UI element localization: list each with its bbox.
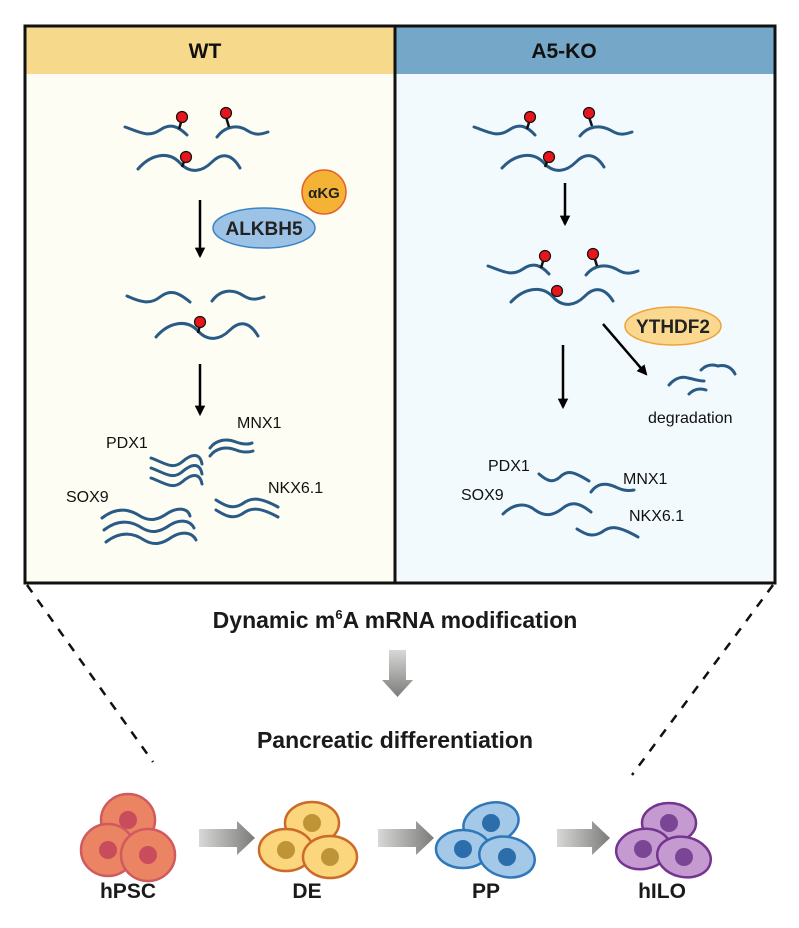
stage-label: PP	[472, 880, 500, 903]
caption-pancreatic-differentiation: Pancreatic differentiation	[257, 727, 533, 753]
nucleus-icon	[277, 841, 295, 859]
nucleus-icon	[139, 846, 157, 864]
alkbh5-label: ALKBH5	[225, 219, 302, 240]
rna-strand	[214, 507, 280, 519]
rna-strand	[501, 502, 593, 517]
nucleus-icon	[675, 848, 693, 866]
m6a-mark-icon	[179, 150, 193, 164]
stage-de: DE	[257, 800, 359, 903]
rna-strand	[154, 321, 260, 340]
zoom-dashed-line-right	[630, 584, 775, 776]
nucleus-icon	[634, 840, 652, 858]
ko-panel: A5-KO YTHDF2	[395, 26, 775, 583]
diagonal-arrow-icon	[602, 323, 648, 376]
zoom-dashed-line-left	[25, 584, 155, 763]
nucleus-icon	[119, 811, 137, 829]
gene-label-sox9: SOX9	[66, 489, 109, 506]
ko-panel-header	[395, 26, 775, 74]
stage-transition-arrow-icon	[378, 821, 434, 855]
differentiation-stages: hPSC DE PP hILO	[79, 792, 712, 903]
ythdf2-label: YTHDF2	[636, 317, 710, 338]
stage-transition-arrow-icon	[557, 821, 610, 855]
stage-label: hILO	[638, 880, 686, 903]
caption-down-arrow-icon	[382, 650, 413, 697]
gene-label-pdx1: PDX1	[106, 435, 148, 452]
wt-panel-body	[25, 26, 395, 583]
rna-strand	[125, 290, 192, 304]
m6a-mark-icon	[219, 106, 233, 120]
rna-strand	[210, 289, 266, 303]
wt-title: WT	[189, 40, 222, 63]
nucleus-icon	[99, 841, 117, 859]
stage-hilo: hILO	[614, 801, 712, 903]
ko-retained-m6a-rna-group	[486, 247, 640, 306]
alkbh5-enzyme: ALKBH5	[212, 207, 316, 249]
rna-strand	[149, 464, 204, 478]
rna-strand	[214, 497, 280, 509]
nucleus-icon	[303, 814, 321, 832]
rna-strand	[208, 438, 254, 450]
rna-strand	[208, 446, 255, 458]
rna-strand	[102, 519, 196, 534]
rna-strand	[500, 153, 606, 172]
wt-demethylated-rna-group	[125, 289, 266, 340]
rna-fragment	[667, 375, 706, 387]
nucleus-icon	[454, 840, 472, 858]
rna-strand	[100, 507, 192, 522]
m6a-mark-icon	[523, 110, 537, 124]
gene-label-sox9: SOX9	[461, 487, 504, 504]
ythdf2-reader: YTHDF2	[624, 306, 722, 346]
akg-cofactor: αKG	[301, 169, 347, 215]
ko-methylated-rna-group	[472, 106, 634, 172]
m6a-mark-icon	[175, 110, 189, 124]
ko-title: A5-KO	[531, 40, 596, 63]
gene-label-nkx61: NKX6.1	[629, 508, 684, 525]
stage-label: DE	[292, 880, 321, 903]
m6a-mark-icon	[538, 249, 552, 263]
wt-methylated-rna-group	[123, 106, 270, 172]
m6a-mark-icon	[550, 284, 564, 298]
stage-label: hPSC	[100, 880, 156, 903]
ko-gene-transcripts: PDX1 MNX1 SOX9 NKX6.1	[461, 458, 684, 539]
rna-strand	[575, 526, 640, 539]
panels-frame	[23, 24, 777, 585]
rna-strand	[215, 125, 270, 139]
stage-transition-arrow-icon	[199, 821, 255, 855]
ko-panel-body	[395, 26, 775, 583]
wt-panel: WT ALKBH5 αKG	[25, 26, 395, 583]
rna-strand	[509, 287, 615, 306]
akg-label: αKG	[308, 185, 340, 202]
m6a-mark-icon	[542, 150, 556, 164]
rna-strand	[578, 125, 634, 138]
wt-panel-header	[25, 26, 395, 74]
rna-strand	[136, 153, 242, 172]
gene-label-mnx1: MNX1	[623, 471, 668, 488]
rna-strand	[149, 454, 204, 468]
degradation-label: degradation	[648, 410, 733, 427]
gene-label-nkx61: NKX6.1	[268, 480, 323, 497]
stage-pp: PP	[434, 801, 536, 903]
nucleus-icon	[321, 848, 339, 866]
nucleus-icon	[498, 848, 516, 866]
m6a-mark-icon	[193, 315, 207, 329]
rna-strand	[104, 531, 198, 546]
gene-label-pdx1: PDX1	[488, 458, 530, 475]
caption-m6a-modification: Dynamic m6A mRNA modification	[213, 607, 578, 633]
stage-hpsc: hPSC	[79, 792, 177, 903]
m6a-mark-icon	[582, 106, 596, 120]
rna-strand	[149, 474, 204, 488]
rna-strand	[584, 264, 640, 277]
wt-gene-transcripts: PDX1 MNX1 SOX9 NKX6.1	[66, 415, 323, 546]
m6a-mark-icon	[586, 247, 600, 261]
gene-label-mnx1: MNX1	[237, 415, 282, 432]
rna-fragment	[716, 364, 737, 376]
rna-strand	[589, 482, 636, 494]
rna-strand	[537, 471, 591, 483]
rna-fragment	[699, 363, 720, 372]
nucleus-icon	[660, 814, 678, 832]
degraded-rna-fragments: degradation	[648, 363, 737, 427]
nucleus-icon	[482, 814, 500, 832]
rna-fragment	[687, 387, 708, 396]
